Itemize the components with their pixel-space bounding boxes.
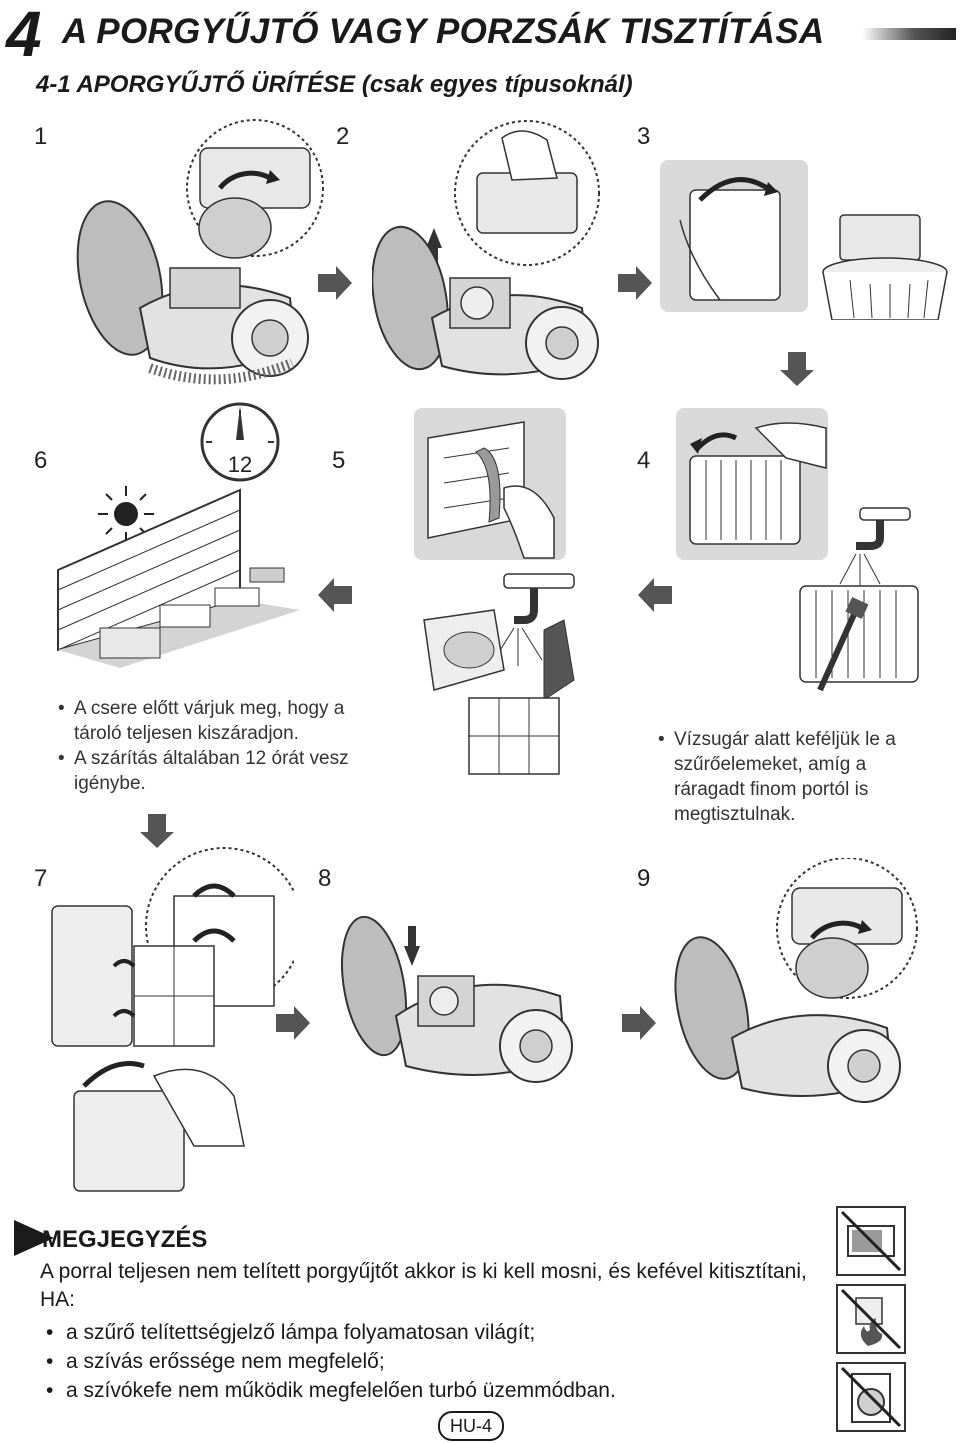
brushing-note: Vízsugár alatt keféljük le a szűrőelemek…: [658, 727, 938, 827]
note-bullet: a szűrő telítettségjelző lámpa folyamato…: [40, 1318, 820, 1347]
arrow-right-icon: [276, 1006, 310, 1040]
illustration-step-8: [341, 915, 573, 1083]
subsection-title: 4-1 APORGYŰJTŐ ÜRÍTÉSE (csak egyes típus…: [36, 71, 633, 98]
note-bullets: a szűrő telítettségjelző lámpa folyamato…: [40, 1318, 820, 1405]
section-number: 4: [6, 0, 42, 70]
no-fire-icon: [836, 1284, 906, 1354]
illustration-step-4: [676, 408, 828, 560]
illustration-step-3: [660, 160, 948, 320]
step-number-2: 2: [336, 123, 350, 150]
brushing-notes: Vízsugár alatt keféljük le a szűrőelemek…: [658, 727, 938, 827]
step-number-9: 9: [637, 865, 651, 892]
step-number-1: 1: [34, 123, 48, 150]
note-triangle-icon: [14, 1220, 54, 1256]
drying-note: A szárítás általában 12 órát vesz igényb…: [58, 746, 378, 796]
note-bullet: a szívókefe nem működik megfelelően turb…: [40, 1376, 820, 1405]
illustration-washing: [423, 573, 575, 775]
note-title: MEGJEGYZÉS: [42, 1226, 208, 1253]
arrow-down-icon: [140, 814, 174, 848]
title-decoration-bar: [862, 28, 956, 40]
step-number-6: 6: [34, 447, 48, 474]
illustration-brushing: [799, 507, 919, 692]
illustration-step-9: [674, 858, 918, 1103]
arrow-right-icon: [618, 266, 652, 300]
clock-label: 12: [228, 452, 252, 477]
step-number-3: 3: [637, 123, 651, 150]
no-microwave-icon: [836, 1206, 906, 1276]
step-number-7: 7: [34, 865, 48, 892]
arrow-right-icon: [622, 1006, 656, 1040]
illustration-step-5: [414, 408, 566, 560]
note-body: A porral teljesen nem telített porgyűjtő…: [40, 1258, 820, 1405]
no-washing-machine-icon: [836, 1362, 906, 1432]
section-title: A PORGYŰJTŐ VAGY PORZSÁK TISZTÍTÁSA: [62, 12, 825, 51]
illustration-step-6: 12: [57, 402, 300, 668]
illustration-step-2: [372, 120, 600, 380]
step-number-4: 4: [637, 447, 651, 474]
arrow-down-icon: [780, 352, 814, 386]
note-intro: A porral teljesen nem telített porgyűjtő…: [40, 1260, 807, 1311]
step-number-5: 5: [332, 447, 346, 474]
step-number-8: 8: [318, 865, 332, 892]
illustration-step-7: [51, 847, 294, 1192]
page-number: HU-4: [438, 1411, 504, 1441]
drying-notes: A csere előtt várjuk meg, hogy a tároló …: [58, 696, 378, 796]
arrow-left-icon: [638, 578, 672, 612]
note-heading: MEGJEGYZÉS: [14, 1220, 234, 1256]
arrow-right-icon: [318, 266, 352, 300]
drying-note: A csere előtt várjuk meg, hogy a tároló …: [58, 696, 378, 746]
illustration-step-1: [76, 119, 324, 385]
arrow-left-icon: [318, 578, 352, 612]
note-bullet: a szívás erőssége nem megfelelő;: [40, 1347, 820, 1376]
